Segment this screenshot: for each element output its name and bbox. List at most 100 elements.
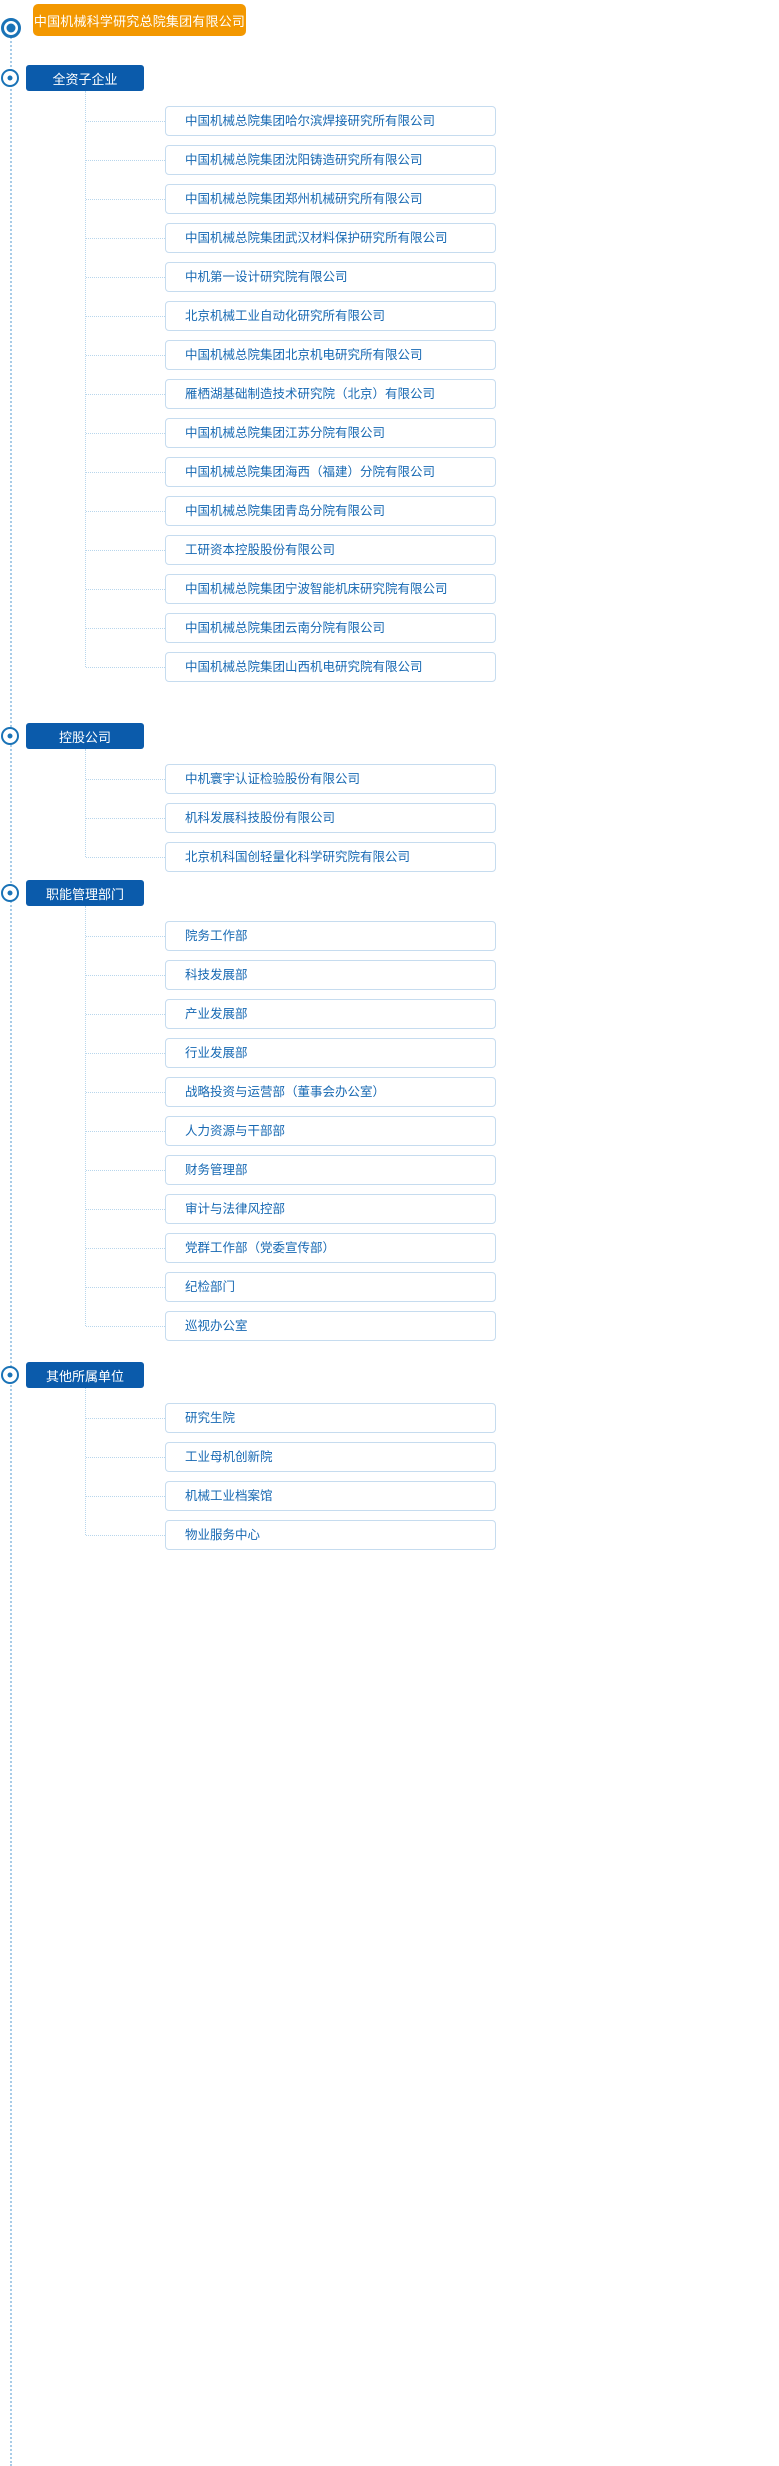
leaf-connector <box>86 1248 165 1249</box>
org-unit-label: 人力资源与干部部 <box>185 1123 286 1138</box>
org-unit-label: 中国机械总院集团青岛分院有限公司 <box>185 503 386 518</box>
org-unit-item[interactable]: 中国机械总院集团海西（福建）分院有限公司 <box>165 457 496 487</box>
org-unit-label: 巡视办公室 <box>185 1318 248 1333</box>
leaf-connector <box>86 316 165 317</box>
org-unit-item[interactable]: 财务管理部 <box>165 1155 496 1185</box>
section-header-1[interactable]: 全资子企业 <box>26 65 144 91</box>
org-unit-item[interactable]: 中机寰宇认证检验股份有限公司 <box>165 764 496 794</box>
section-header-label: 职能管理部门 <box>45 886 124 902</box>
leaf-connector <box>86 818 165 819</box>
org-unit-label: 工业母机创新院 <box>185 1449 273 1464</box>
leaf-connector <box>86 160 165 161</box>
org-unit-item[interactable]: 中国机械总院集团郑州机械研究所有限公司 <box>165 184 496 214</box>
section-header-label: 全资子企业 <box>52 71 118 87</box>
org-unit-label: 工研资本控股股份有限公司 <box>185 542 336 557</box>
section-branch-connector <box>85 906 86 1326</box>
leaf-connector <box>86 1457 165 1458</box>
target-circle-small-icon <box>1 884 19 902</box>
org-unit-item[interactable]: 机科发展科技股份有限公司 <box>165 803 496 833</box>
org-unit-item[interactable]: 中国机械总院集团云南分院有限公司 <box>165 613 496 643</box>
org-unit-item[interactable]: 人力资源与干部部 <box>165 1116 496 1146</box>
org-unit-item[interactable]: 中国机械总院集团北京机电研究所有限公司 <box>165 340 496 370</box>
org-unit-item[interactable]: 中国机械总院集团宁波智能机床研究院有限公司 <box>165 574 496 604</box>
org-unit-label: 财务管理部 <box>185 1162 248 1177</box>
org-unit-item[interactable]: 北京机科国创轻量化科学研究院有限公司 <box>165 842 496 872</box>
root-node[interactable]: 中国机械科学研究总院集团有限公司 <box>33 4 246 36</box>
leaf-connector <box>86 667 165 668</box>
leaf-connector <box>86 1418 165 1419</box>
target-circle-small-icon <box>1 1366 19 1384</box>
org-unit-item[interactable]: 科技发展部 <box>165 960 496 990</box>
org-unit-item[interactable]: 行业发展部 <box>165 1038 496 1068</box>
org-unit-label: 北京机械工业自动化研究所有限公司 <box>185 308 386 323</box>
leaf-connector <box>86 1131 165 1132</box>
leaf-connector <box>86 1053 165 1054</box>
org-unit-item[interactable]: 审计与法律风控部 <box>165 1194 496 1224</box>
leaf-connector <box>86 1326 165 1327</box>
org-unit-item[interactable]: 研究生院 <box>165 1403 496 1433</box>
org-unit-item[interactable]: 中国机械总院集团青岛分院有限公司 <box>165 496 496 526</box>
org-unit-label: 中国机械总院集团宁波智能机床研究院有限公司 <box>185 581 448 596</box>
org-unit-label: 审计与法律风控部 <box>185 1201 286 1216</box>
org-unit-item[interactable]: 机械工业档案馆 <box>165 1481 496 1511</box>
org-unit-item[interactable]: 中国机械总院集团江苏分院有限公司 <box>165 418 496 448</box>
leaf-connector <box>86 1209 165 1210</box>
section-header-4[interactable]: 其他所属单位 <box>26 1362 144 1388</box>
leaf-connector <box>86 1014 165 1015</box>
org-unit-label: 中国机械总院集团江苏分院有限公司 <box>185 425 386 440</box>
target-circle-small-icon <box>1 69 19 87</box>
leaf-connector <box>86 1092 165 1093</box>
org-unit-label: 中机寰宇认证检验股份有限公司 <box>185 771 361 786</box>
org-unit-item[interactable]: 工业母机创新院 <box>165 1442 496 1472</box>
leaf-connector <box>86 779 165 780</box>
section-branch-connector <box>85 749 86 857</box>
org-unit-item[interactable]: 院务工作部 <box>165 921 496 951</box>
leaf-connector <box>86 238 165 239</box>
leaf-connector <box>86 975 165 976</box>
section-header-label: 控股公司 <box>58 729 111 745</box>
org-unit-item[interactable]: 产业发展部 <box>165 999 496 1029</box>
leaf-connector <box>86 1535 165 1536</box>
org-unit-item[interactable]: 巡视办公室 <box>165 1311 496 1341</box>
org-unit-label: 纪检部门 <box>185 1279 236 1294</box>
leaf-connector <box>86 936 165 937</box>
org-unit-item[interactable]: 工研资本控股股份有限公司 <box>165 535 496 565</box>
leaf-connector <box>86 394 165 395</box>
org-unit-label: 中国机械总院集团哈尔滨焊接研究所有限公司 <box>185 113 436 128</box>
org-unit-item[interactable]: 纪检部门 <box>165 1272 496 1302</box>
org-unit-label: 雁栖湖基础制造技术研究院（北京）有限公司 <box>185 386 436 401</box>
org-unit-label: 战略投资与运营部（董事会办公室） <box>185 1084 386 1099</box>
leaf-connector <box>86 1496 165 1497</box>
org-unit-item[interactable]: 中国机械总院集团沈阳铸造研究所有限公司 <box>165 145 496 175</box>
target-circle-small-icon <box>1 727 19 745</box>
org-unit-label: 中国机械总院集团北京机电研究所有限公司 <box>185 347 423 362</box>
org-unit-item[interactable]: 中国机械总院集团哈尔滨焊接研究所有限公司 <box>165 106 496 136</box>
section-header-2[interactable]: 控股公司 <box>26 723 144 749</box>
org-unit-label: 中国机械总院集团郑州机械研究所有限公司 <box>185 191 423 206</box>
section-branch-connector <box>85 1388 86 1535</box>
org-unit-label: 机科发展科技股份有限公司 <box>185 810 336 825</box>
org-unit-item[interactable]: 战略投资与运营部（董事会办公室） <box>165 1077 496 1107</box>
leaf-connector <box>86 628 165 629</box>
section-header-3[interactable]: 职能管理部门 <box>26 880 144 906</box>
org-unit-item[interactable]: 中国机械总院集团山西机电研究院有限公司 <box>165 652 496 682</box>
org-unit-item[interactable]: 中机第一设计研究院有限公司 <box>165 262 496 292</box>
org-unit-label: 中国机械总院集团武汉材料保护研究所有限公司 <box>185 230 448 245</box>
org-unit-item[interactable]: 雁栖湖基础制造技术研究院（北京）有限公司 <box>165 379 496 409</box>
org-unit-item[interactable]: 中国机械总院集团武汉材料保护研究所有限公司 <box>165 223 496 253</box>
org-unit-item[interactable]: 党群工作部（党委宣传部） <box>165 1233 496 1263</box>
org-unit-label: 北京机科国创轻量化科学研究院有限公司 <box>185 849 411 864</box>
org-unit-item[interactable]: 物业服务中心 <box>165 1520 496 1550</box>
section-header-label: 其他所属单位 <box>45 1368 124 1384</box>
org-unit-label: 党群工作部（党委宣传部） <box>185 1240 336 1255</box>
leaf-connector <box>86 589 165 590</box>
leaf-connector <box>86 511 165 512</box>
leaf-connector <box>86 857 165 858</box>
org-unit-item[interactable]: 北京机械工业自动化研究所有限公司 <box>165 301 496 331</box>
leaf-connector <box>86 1170 165 1171</box>
leaf-connector <box>86 277 165 278</box>
org-unit-label: 科技发展部 <box>185 967 248 982</box>
leaf-connector <box>86 472 165 473</box>
root-node-label: 中国机械科学研究总院集团有限公司 <box>33 13 246 29</box>
